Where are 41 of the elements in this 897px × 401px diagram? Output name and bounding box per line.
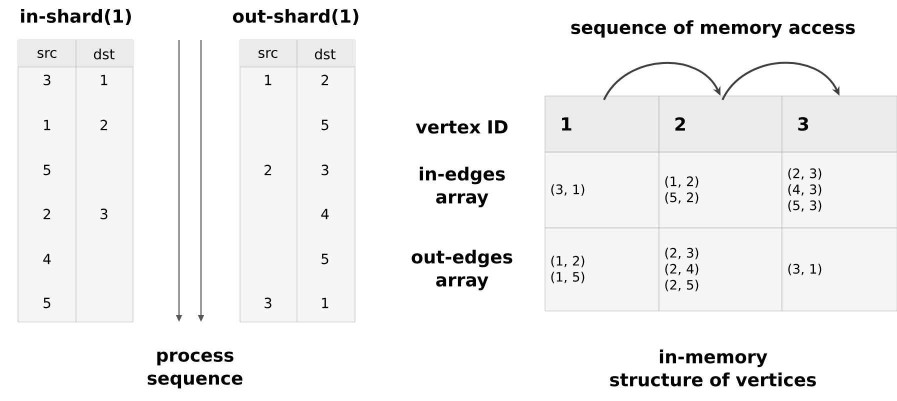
table-cell: (3, 1) — [544, 152, 660, 228]
table-cell: (2, 3) (2, 4) (2, 5) — [658, 228, 782, 312]
column-header: dst — [94, 48, 115, 60]
table-cell: (2, 3) (4, 3) (5, 3) — [782, 152, 897, 228]
caption: in-memory structure of vertices — [610, 350, 816, 386]
arrow — [722, 62, 840, 100]
cell-value: 3 — [100, 208, 108, 220]
table-cell: (1, 2) (5, 2) — [658, 152, 782, 228]
arrow-caption: sequence of memory access — [571, 20, 855, 38]
cell-value: 4 — [43, 254, 51, 264]
caption: process sequence — [148, 352, 242, 388]
cell-value: 3 — [44, 74, 50, 86]
column-header: src — [38, 50, 56, 58]
cell-value: 1 — [101, 74, 108, 86]
cell-value: 5 — [44, 164, 50, 176]
cell-value: 1 — [44, 120, 50, 130]
column-header: dst — [314, 48, 336, 60]
row-label: vertex ID — [416, 120, 508, 134]
cell-value: 2 — [264, 164, 272, 176]
cell-value: 2 — [100, 120, 108, 130]
row-label: out-edges array — [412, 250, 512, 290]
arrow — [603, 62, 720, 100]
cell-value: 3 — [264, 298, 272, 308]
table-title: out-shard(1) — [232, 8, 358, 25]
table-cell: (3, 1) — [782, 228, 897, 312]
cell-value: 2 — [44, 208, 50, 220]
table-cell: (1, 2) (1, 5) — [544, 228, 660, 312]
cell-value: 5 — [44, 298, 50, 308]
row-label: in-edges array — [420, 166, 505, 208]
cell-value: 1 — [265, 74, 272, 86]
cell-value: 3 — [322, 164, 328, 176]
column-header: src — [258, 50, 278, 58]
table-header-cell: 2 — [658, 96, 782, 152]
cell-value: 1 — [322, 298, 328, 308]
cell-value: 5 — [322, 254, 328, 264]
cell-value: 2 — [322, 74, 328, 86]
cell-value: 5 — [322, 120, 328, 130]
cell-value: 4 — [321, 208, 329, 220]
table-header-cell: 3 — [782, 96, 897, 152]
table-title: in-shard(1) — [21, 8, 131, 25]
table-header-cell: 1 — [544, 96, 660, 152]
